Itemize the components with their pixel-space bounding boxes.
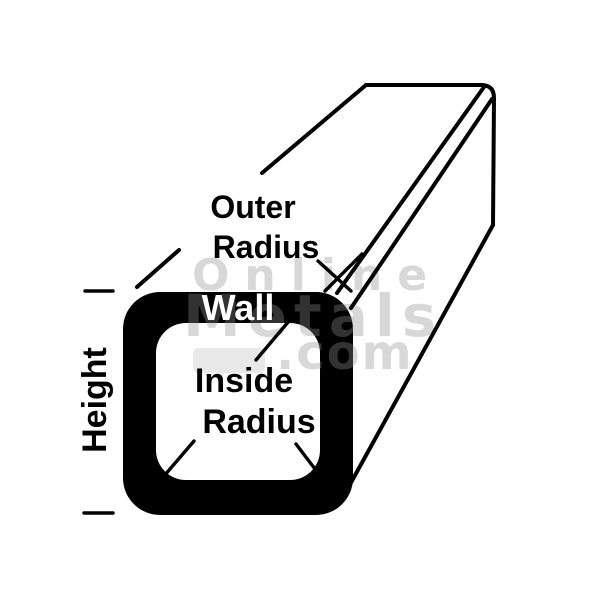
outer-radius-label-line1: Outer — [210, 189, 295, 225]
watermark-line2: Metals — [183, 282, 443, 350]
bottom-right-edge — [346, 223, 495, 490]
height-dimension-ticks — [82, 289, 115, 515]
outer-radius-leader-tick — [323, 252, 364, 293]
watermark-suffix: .com — [276, 325, 414, 381]
height-label: Height — [76, 347, 114, 453]
outer-radius-label-line2: Radius — [213, 229, 320, 265]
tube-perspective-outline — [135, 83, 497, 490]
top-left-edge-rear-segment — [260, 83, 368, 175]
inside-radius-label-line2: Radius — [202, 403, 315, 441]
inside-radius-leader-bottom-right — [294, 442, 317, 471]
wall-label: Wall — [202, 287, 275, 328]
inner-bore — [156, 323, 320, 480]
corner-chamfer-edge-lower — [349, 97, 494, 310]
dimension-labels: Outer Radius Inside Radius Height — [76, 189, 319, 453]
outer-radius-leader-line — [316, 259, 353, 293]
inside-radius-leader-bottom-left — [162, 439, 196, 478]
top-left-edge-front-segment — [135, 248, 181, 289]
inside-radius-label-line1: Inside — [195, 362, 293, 400]
watermark-logo-block — [193, 348, 265, 373]
leader-lines — [162, 252, 364, 478]
corner-chamfer-edge-upper — [335, 85, 486, 295]
watermark: Online Metals .com — [183, 250, 443, 381]
watermark-line1: Online — [192, 250, 442, 301]
inside-radius-leader-top-right — [254, 319, 291, 362]
rear-end-outline — [364, 83, 497, 227]
